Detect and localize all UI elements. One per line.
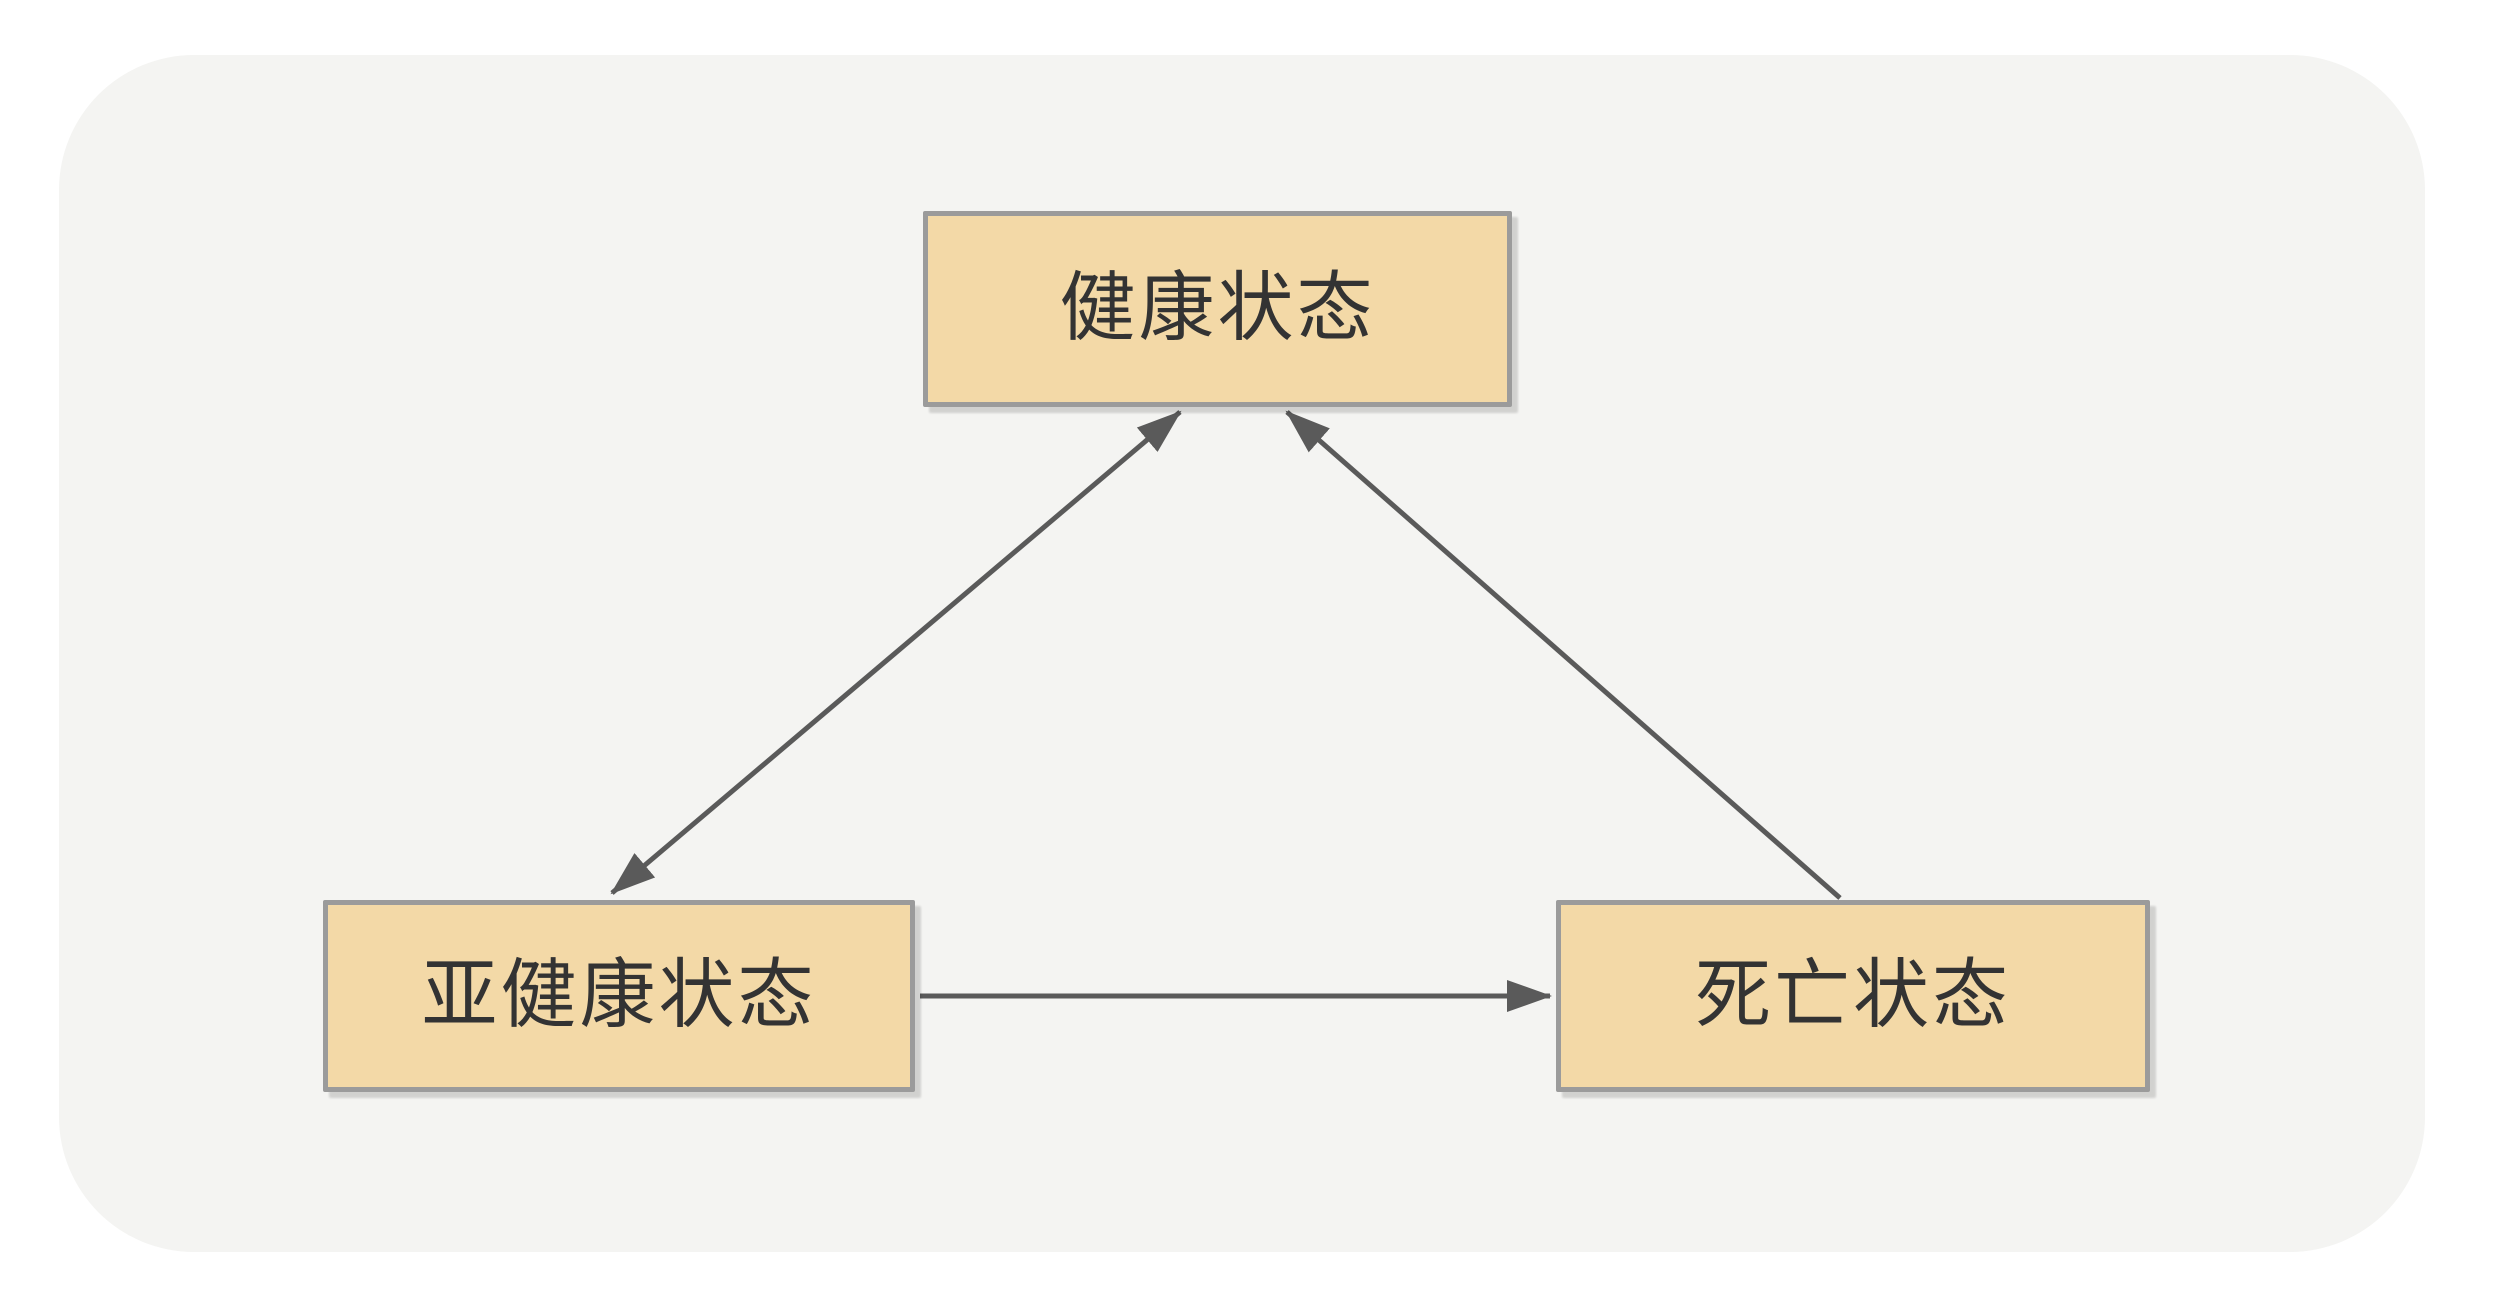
node-subhealth-state-label: 亚健康状态	[421, 953, 817, 1038]
node-health-state[interactable]: 健康状态	[923, 211, 1512, 407]
node-subhealth-state[interactable]: 亚健康状态	[323, 900, 915, 1092]
node-death-state[interactable]: 死亡状态	[1556, 900, 2150, 1092]
node-death-state-label: 死亡状态	[1695, 953, 2011, 1038]
edge-death-to-health[interactable]	[1285, 410, 1842, 900]
node-health-state-label: 健康状态	[1059, 266, 1376, 351]
edge-subhealth-health-bidirectional[interactable]	[610, 410, 1182, 895]
